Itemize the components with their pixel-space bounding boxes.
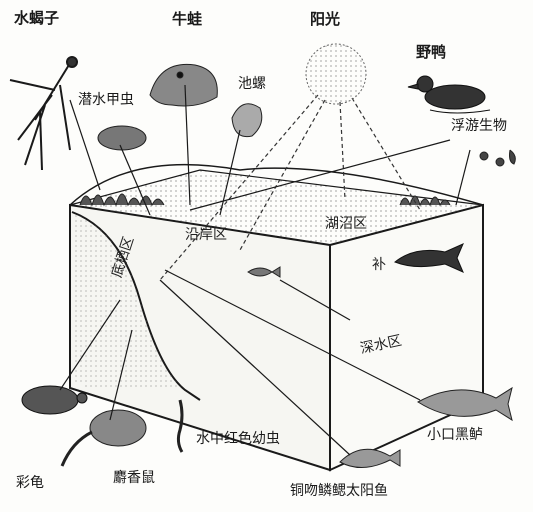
label-water-strider: 水蝎子 — [14, 9, 60, 27]
shore-vegetation — [79, 193, 451, 207]
sunfish-icon — [339, 448, 401, 468]
label-plankton: 浮游生物 — [451, 118, 507, 134]
small-fish-icon — [247, 266, 281, 278]
bass-icon — [417, 386, 513, 422]
label-littoral-zone: 沿岸区 — [185, 227, 227, 243]
beetle-icon — [97, 125, 147, 151]
pointer-lines — [59, 84, 471, 456]
label-diving-beetle: 潜水甲虫 — [78, 92, 134, 108]
label-fish-small: 补 — [372, 257, 386, 273]
larva-icon — [176, 399, 184, 453]
label-wild-duck: 野鸭 — [416, 43, 447, 61]
label-muskrat: 麝香鼠 — [113, 470, 155, 486]
snail-icon — [231, 103, 263, 138]
label-painted-turtle: 彩龟 — [16, 475, 44, 491]
label-marsh-zone: 湖沼区 — [325, 216, 367, 232]
label-red-larva: 水中红色幼虫 — [196, 431, 280, 447]
label-snail: 池螺 — [238, 76, 266, 92]
turtle-icon — [21, 385, 88, 415]
water-strider-icon — [9, 56, 78, 171]
bullfrog-icon — [149, 63, 218, 107]
benthic-slope — [71, 211, 201, 401]
label-sunfish: 铜吻鳞鳃太阳鱼 — [290, 483, 388, 499]
plankton-icon — [479, 149, 516, 167]
label-bullfrog: 牛蛙 — [172, 10, 203, 28]
label-bass: 小口黑鲈 — [427, 427, 483, 443]
sun-icon — [305, 43, 367, 105]
pike-icon — [394, 243, 464, 273]
duck-icon — [407, 75, 491, 114]
label-sunlight: 阳光 — [310, 10, 341, 28]
sun-rays — [159, 94, 421, 281]
muskrat-icon — [60, 409, 147, 467]
